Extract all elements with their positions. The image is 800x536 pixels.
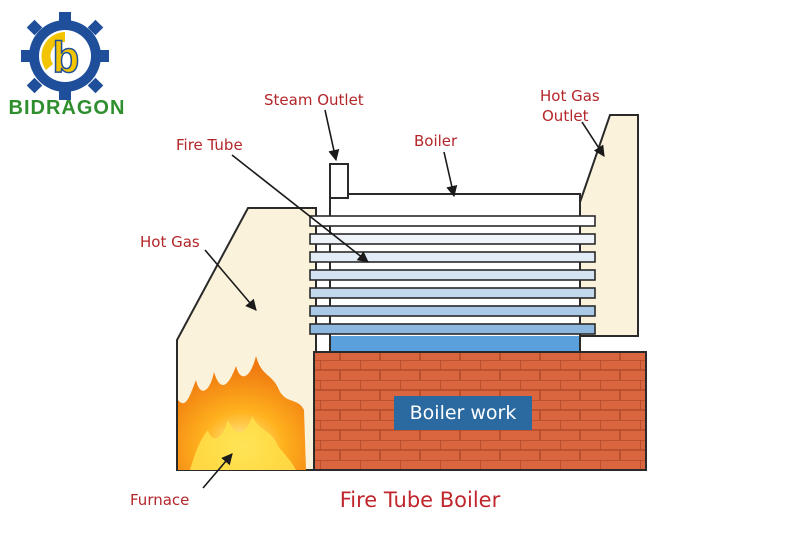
hot-gas-outlet-arrow [581, 121, 605, 157]
furnace-flames [178, 356, 306, 470]
fire-tube [309, 215, 596, 227]
fire-tube [309, 287, 596, 299]
hot-gas-arrow [204, 249, 257, 311]
label-furnace: Furnace [130, 491, 190, 509]
brand-name: BIDRAGON [8, 97, 126, 119]
fire-tube [309, 251, 596, 263]
label-hot-gas-outlet-line2: Outlet [542, 107, 589, 125]
label-steam-outlet: Steam Outlet [264, 91, 364, 109]
bidragon-logo: b [21, 12, 109, 100]
fire-tubes [309, 215, 596, 335]
label-hot-gas: Hot Gas [140, 233, 200, 251]
fire-tube [309, 305, 596, 317]
steam-outlet-pipe [329, 163, 349, 199]
fire-tube-arrow [231, 154, 369, 263]
label-hot-gas-outlet-line1: Hot Gas [540, 87, 600, 105]
fire-tube [309, 323, 596, 335]
boiler-arrow [443, 151, 458, 198]
boiler-work-banner: Boiler work [394, 396, 532, 430]
steam-outlet-arrow [324, 109, 340, 162]
boiler-water [331, 336, 579, 351]
furnace-arrow [202, 453, 233, 489]
diagram-caption: Fire Tube Boiler [339, 488, 501, 512]
fire-tube [309, 233, 596, 245]
gear-icon [21, 12, 109, 100]
fire-tube [309, 269, 596, 281]
logo-letter: b [53, 33, 80, 82]
label-boiler: Boiler [414, 132, 458, 150]
label-fire-tube: Fire Tube [176, 136, 243, 154]
